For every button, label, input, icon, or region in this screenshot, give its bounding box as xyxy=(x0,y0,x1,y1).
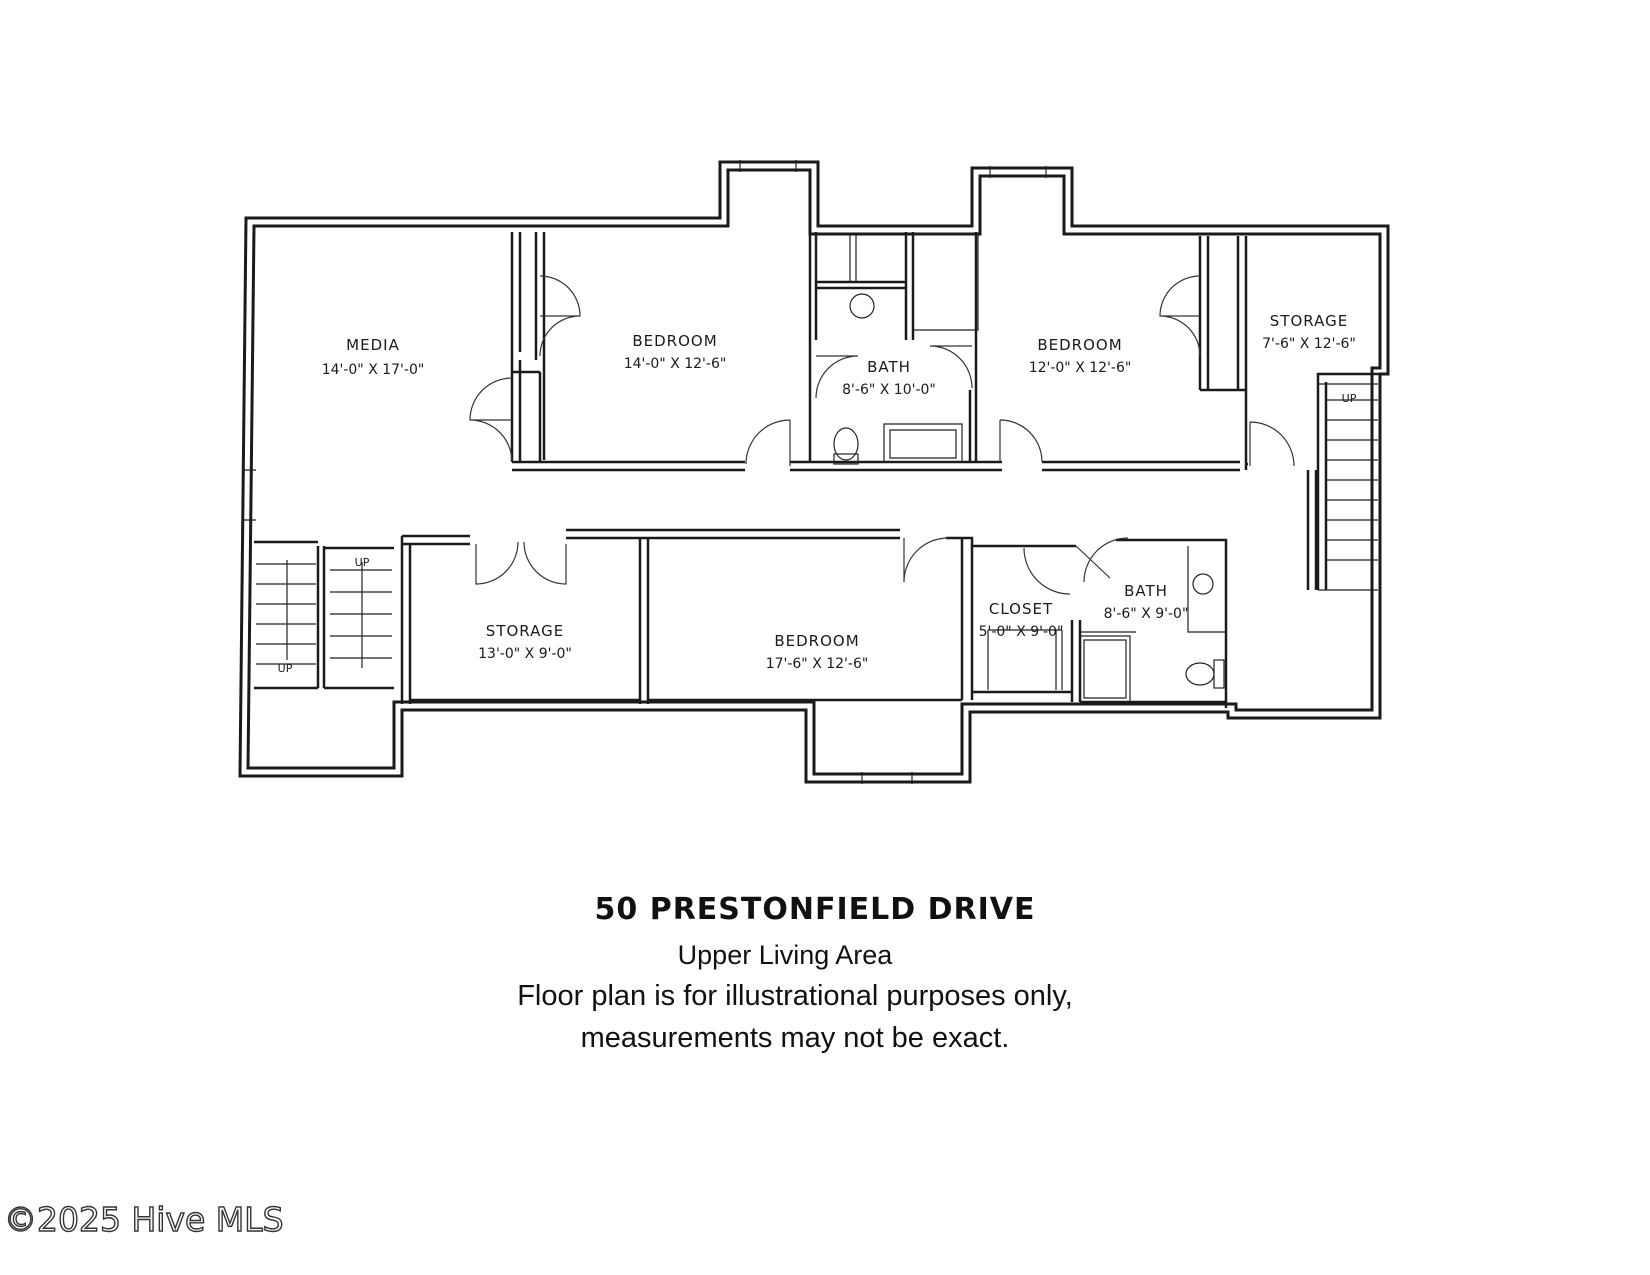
floor-subtitle: Upper Living Area xyxy=(677,940,893,970)
disclaimer-line-1: Floor plan is for illustrational purpose… xyxy=(517,980,1073,1012)
bedroom-2-dims: 12'-0" X 12'-6" xyxy=(1029,360,1132,376)
disclaimer-line-2: measurements may not be exact. xyxy=(580,1022,1010,1054)
closet-dims: 5'-0" X 9'-0" xyxy=(979,624,1064,640)
stair-up-label: UP xyxy=(355,556,370,569)
copyright-watermark: ©2025 Hive MLS xyxy=(3,1199,284,1239)
stair-up-label: UP xyxy=(1342,392,1357,405)
doors xyxy=(469,275,1295,595)
bedroom-3-dims: 17'-6" X 12'-6" xyxy=(766,656,869,672)
stair-up-label: UP xyxy=(278,662,293,675)
media-room-dims: 14'-0" X 17'-0" xyxy=(322,362,425,378)
interior-walls xyxy=(244,160,1380,784)
bath-2-name: BATH xyxy=(1124,582,1168,600)
bath-2-dims: 8'-6" X 9'-0" xyxy=(1104,606,1189,622)
room-labels: MEDIA 14'-0" X 17'-0" BEDROOM 14'-0" X 1… xyxy=(278,312,1357,675)
closet-name: CLOSET xyxy=(989,600,1053,618)
storage-1-name: STORAGE xyxy=(1270,312,1348,330)
bedroom-3-name: BEDROOM xyxy=(774,632,859,650)
bath-1-name: BATH xyxy=(867,358,911,376)
storage-1-dims: 7'-6" X 12'-6" xyxy=(1262,336,1356,352)
exterior-walls xyxy=(238,160,1390,784)
bedroom-2-name: BEDROOM xyxy=(1037,336,1122,354)
bedroom-1-name: BEDROOM xyxy=(632,332,717,350)
storage-2-name: STORAGE xyxy=(486,622,564,640)
property-address-title: 50 PRESTONFIELD DRIVE xyxy=(594,892,1036,927)
media-room-name: MEDIA xyxy=(346,336,400,354)
bedroom-1-dims: 14'-0" X 12'-6" xyxy=(624,356,727,372)
storage-2-dims: 13'-0" X 9'-0" xyxy=(478,646,572,662)
bath-1-dims: 8'-6" X 10'-0" xyxy=(842,382,936,398)
